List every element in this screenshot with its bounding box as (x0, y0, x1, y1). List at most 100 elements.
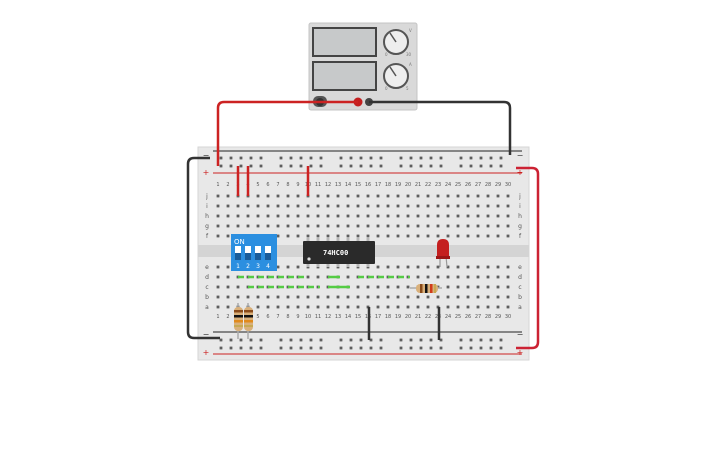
breadboard-hole[interactable] (356, 285, 360, 289)
breadboard-hole[interactable] (386, 214, 390, 218)
breadboard-hole[interactable] (266, 194, 270, 198)
breadboard-hole[interactable] (279, 156, 283, 160)
breadboard-hole[interactable] (429, 156, 433, 160)
breadboard-hole[interactable] (336, 224, 340, 228)
breadboard-hole[interactable] (446, 204, 450, 208)
breadboard-hole[interactable] (486, 265, 490, 269)
breadboard-hole[interactable] (276, 305, 280, 309)
breadboard-hole[interactable] (276, 224, 280, 228)
breadboard-hole[interactable] (346, 214, 350, 218)
breadboard-hole[interactable] (316, 224, 320, 228)
breadboard-hole[interactable] (226, 214, 230, 218)
breadboard-hole[interactable] (336, 214, 340, 218)
breadboard-hole[interactable] (436, 275, 440, 279)
breadboard-hole[interactable] (366, 234, 370, 238)
breadboard-hole[interactable] (446, 224, 450, 228)
breadboard-hole[interactable] (306, 305, 310, 309)
breadboard-hole[interactable] (366, 194, 370, 198)
breadboard-hole[interactable] (506, 234, 510, 238)
breadboard-hole[interactable] (496, 265, 500, 269)
breadboard-hole[interactable] (466, 275, 470, 279)
breadboard-hole[interactable] (399, 346, 403, 350)
breadboard-hole[interactable] (366, 214, 370, 218)
breadboard-hole[interactable] (446, 295, 450, 299)
breadboard-hole[interactable] (239, 338, 243, 342)
breadboard-hole[interactable] (326, 214, 330, 218)
breadboard-hole[interactable] (486, 275, 490, 279)
breadboard-hole[interactable] (506, 194, 510, 198)
breadboard-hole[interactable] (446, 305, 450, 309)
breadboard-hole[interactable] (279, 346, 283, 350)
breadboard-hole[interactable] (249, 338, 253, 342)
breadboard-hole[interactable] (476, 214, 480, 218)
breadboard-hole[interactable] (439, 164, 443, 168)
breadboard-hole[interactable] (369, 164, 373, 168)
breadboard-hole[interactable] (416, 194, 420, 198)
breadboard-hole[interactable] (486, 295, 490, 299)
breadboard-hole[interactable] (216, 214, 220, 218)
breadboard-hole[interactable] (356, 234, 360, 238)
breadboard-hole[interactable] (496, 224, 500, 228)
breadboard-hole[interactable] (436, 214, 440, 218)
breadboard-hole[interactable] (289, 156, 293, 160)
breadboard-hole[interactable] (409, 338, 413, 342)
breadboard-hole[interactable] (396, 265, 400, 269)
breadboard-hole[interactable] (339, 164, 343, 168)
breadboard-hole[interactable] (379, 346, 383, 350)
breadboard-hole[interactable] (229, 338, 233, 342)
breadboard-hole[interactable] (409, 156, 413, 160)
breadboard-hole[interactable] (506, 265, 510, 269)
breadboard-hole[interactable] (426, 275, 430, 279)
breadboard-hole[interactable] (466, 214, 470, 218)
breadboard-hole[interactable] (506, 285, 510, 289)
breadboard-hole[interactable] (299, 346, 303, 350)
breadboard-hole[interactable] (446, 275, 450, 279)
breadboard-hole[interactable] (296, 204, 300, 208)
breadboard-hole[interactable] (236, 204, 240, 208)
breadboard-hole[interactable] (216, 204, 220, 208)
breadboard-hole[interactable] (429, 338, 433, 342)
breadboard-hole[interactable] (446, 285, 450, 289)
breadboard-hole[interactable] (326, 224, 330, 228)
breadboard-hole[interactable] (396, 234, 400, 238)
breadboard-hole[interactable] (276, 295, 280, 299)
breadboard-hole[interactable] (376, 295, 380, 299)
resistor-horizontal[interactable] (410, 284, 442, 293)
breadboard-hole[interactable] (249, 346, 253, 350)
breadboard-hole[interactable] (226, 265, 230, 269)
breadboard-hole[interactable] (286, 234, 290, 238)
breadboard-hole[interactable] (256, 295, 260, 299)
breadboard-hole[interactable] (346, 204, 350, 208)
breadboard-hole[interactable] (466, 265, 470, 269)
breadboard-hole[interactable] (246, 295, 250, 299)
breadboard-hole[interactable] (256, 214, 260, 218)
breadboard-hole[interactable] (236, 224, 240, 228)
breadboard-hole[interactable] (446, 234, 450, 238)
breadboard-hole[interactable] (376, 305, 380, 309)
breadboard-hole[interactable] (439, 346, 443, 350)
breadboard-hole[interactable] (326, 234, 330, 238)
breadboard-hole[interactable] (496, 295, 500, 299)
breadboard-hole[interactable] (456, 234, 460, 238)
breadboard-hole[interactable] (506, 204, 510, 208)
breadboard-hole[interactable] (226, 275, 230, 279)
breadboard-hole[interactable] (336, 295, 340, 299)
breadboard-hole[interactable] (356, 224, 360, 228)
breadboard-hole[interactable] (419, 156, 423, 160)
wire-power-rail-link[interactable] (516, 166, 540, 350)
breadboard-hole[interactable] (299, 156, 303, 160)
breadboard-hole[interactable] (446, 214, 450, 218)
breadboard-hole[interactable] (249, 164, 253, 168)
breadboard-hole[interactable] (496, 204, 500, 208)
breadboard-hole[interactable] (369, 346, 373, 350)
breadboard-hole[interactable] (476, 224, 480, 228)
breadboard-hole[interactable] (259, 338, 263, 342)
breadboard-hole[interactable] (476, 265, 480, 269)
breadboard-hole[interactable] (306, 234, 310, 238)
breadboard-hole[interactable] (459, 164, 463, 168)
breadboard-hole[interactable] (506, 275, 510, 279)
breadboard-hole[interactable] (386, 194, 390, 198)
breadboard-hole[interactable] (316, 234, 320, 238)
breadboard-hole[interactable] (296, 234, 300, 238)
breadboard-hole[interactable] (476, 285, 480, 289)
